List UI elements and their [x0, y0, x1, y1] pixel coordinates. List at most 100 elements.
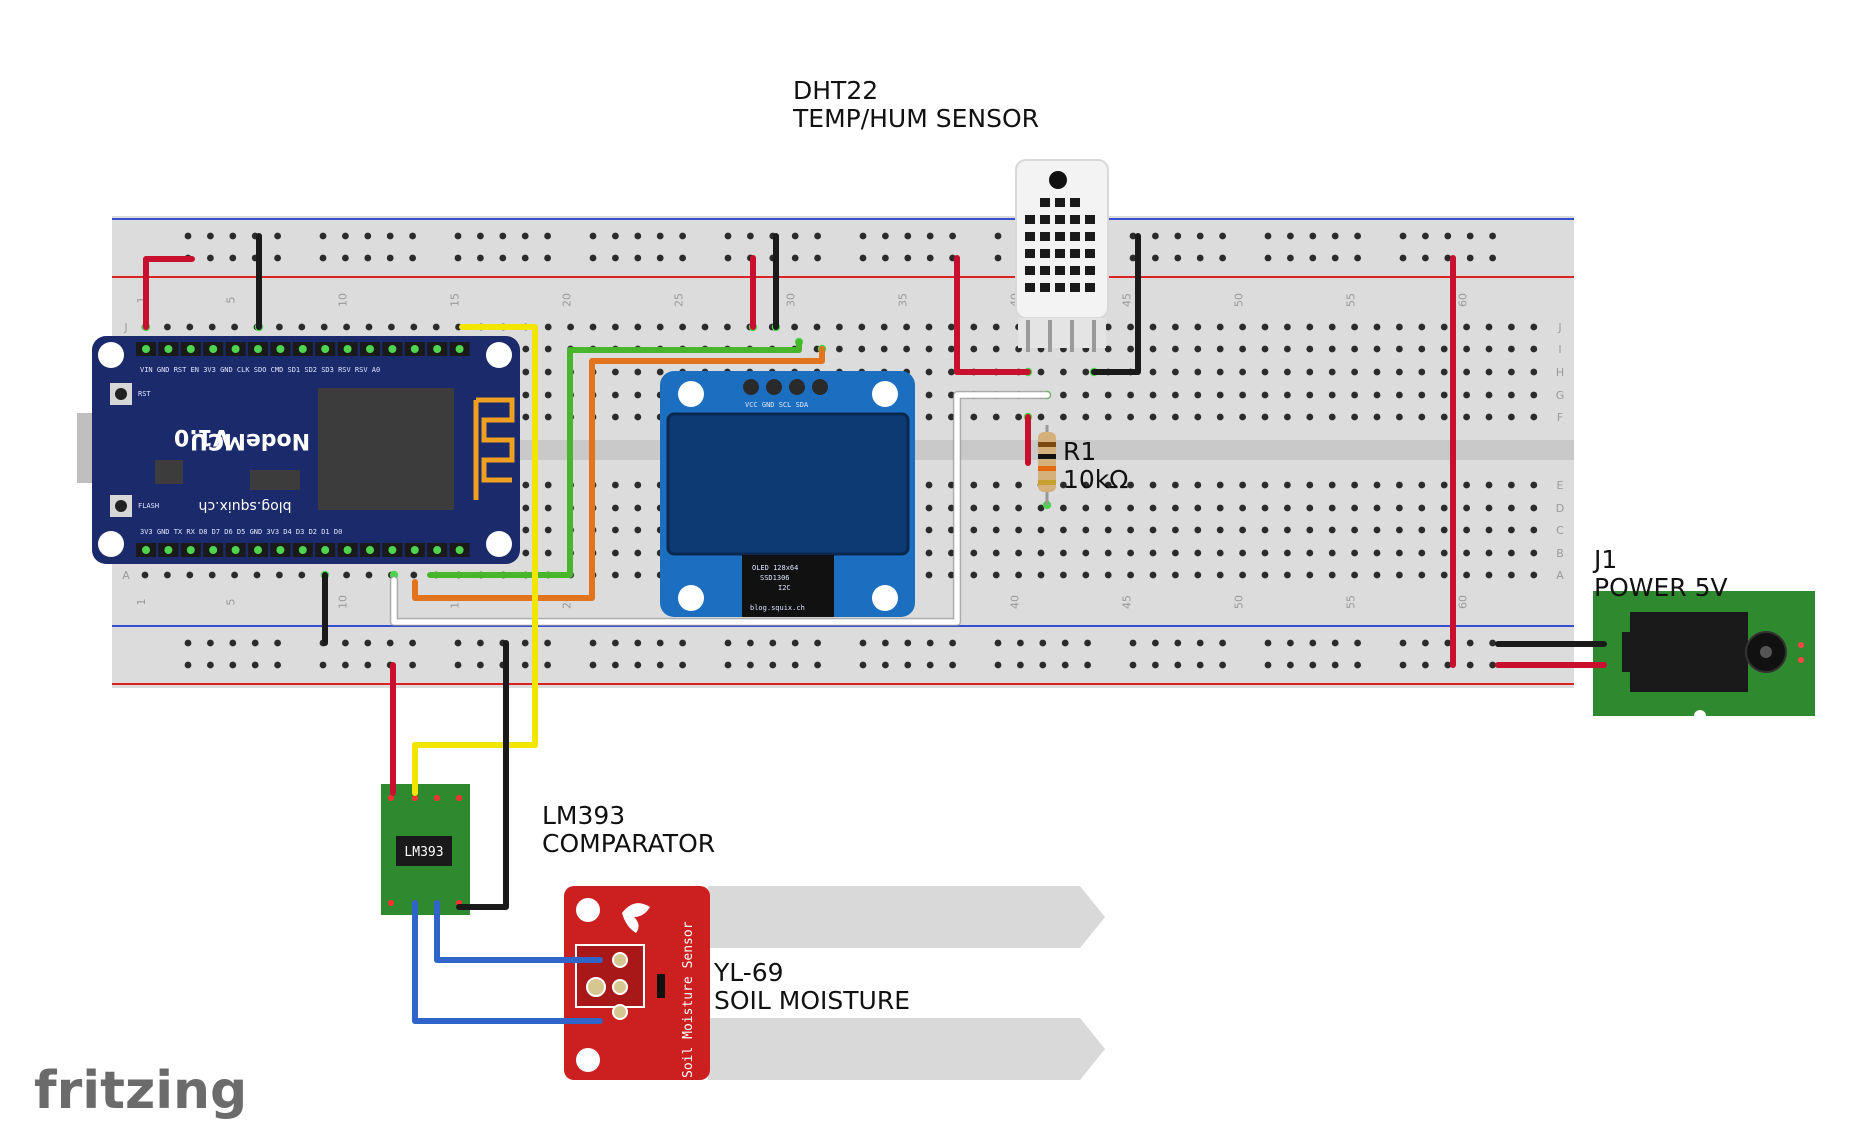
- breadboard-rail-hole: [1264, 661, 1272, 669]
- breadboard-hole: [1149, 504, 1157, 512]
- breadboard-hole: [522, 413, 530, 421]
- oled-pin: [812, 379, 828, 395]
- power-jack-barrel: [1622, 632, 1636, 672]
- dht22-name-label: DHT22: [793, 76, 878, 105]
- oled-site: blog.squix.ch: [750, 604, 805, 612]
- breadboard-rail-hole: [477, 254, 484, 262]
- breadboard-rail-hole: [882, 639, 889, 647]
- breadboard-hole: [1037, 571, 1045, 579]
- wire-white-core: [391, 392, 1050, 625]
- breadboard-hole: [1284, 413, 1291, 421]
- breadboard-hole: [634, 323, 642, 331]
- breadboard-hole: [925, 345, 933, 353]
- breadboard-hole: [992, 504, 1000, 512]
- dht22-grille-slot: [1025, 249, 1035, 258]
- breadboard-hole: [276, 571, 283, 579]
- breadboard-hole: [1463, 526, 1470, 534]
- breadboard-rail-hole: [1354, 639, 1361, 647]
- wifi-antenna-trace: [473, 397, 515, 500]
- breadboard-hole: [1373, 345, 1381, 353]
- breadboard-hole: [701, 323, 709, 331]
- breadboard-hole: [1216, 526, 1224, 534]
- breadboard-rail-hole: [1309, 661, 1317, 669]
- power-jack-led: [1798, 657, 1804, 663]
- breadboard-hole: [1194, 345, 1202, 353]
- nodemcu-pin: [254, 546, 262, 554]
- breadboard-hole: [1104, 549, 1112, 557]
- breadboard-hole: [1396, 526, 1403, 534]
- breadboard-hole: [1172, 549, 1179, 557]
- breadboard-rail-hole: [1422, 232, 1429, 240]
- breadboard-hole: [522, 368, 530, 376]
- breadboard-hole: [298, 323, 306, 331]
- breadboard-rail-hole: [724, 639, 732, 647]
- breadboard-rail-hole: [926, 639, 934, 647]
- resistor-band: [1038, 454, 1056, 459]
- lm393-name-label: LM393: [542, 801, 625, 830]
- breadboard-rail-hole: [814, 232, 821, 240]
- nodemcu-pin: [343, 546, 352, 554]
- breadboard-hole: [1530, 504, 1538, 512]
- breadboard-hole: [1149, 526, 1157, 534]
- breadboard-rail-hole: [859, 232, 867, 240]
- breadboard-rail-hole: [994, 254, 1002, 262]
- breadboard-rail-hole: [342, 639, 349, 647]
- breadboard-hole: [1216, 481, 1224, 489]
- breadboard-rail-hole: [589, 232, 597, 240]
- breadboard-hole: [1351, 571, 1358, 579]
- breadboard-hole: [1216, 413, 1224, 421]
- breadboard-rail-hole: [1219, 661, 1226, 669]
- soil-sensor-pin: [612, 952, 628, 968]
- breadboard-hole: [612, 368, 619, 376]
- breadboard-rail-hole: [274, 232, 281, 240]
- dht22-grille-slot: [1085, 249, 1095, 258]
- resistor-band: [1038, 442, 1056, 447]
- yl69-name-label: YL-69: [713, 958, 784, 987]
- breadboard-rail-hole: [1489, 232, 1496, 240]
- breadboard-hole: [1172, 571, 1179, 579]
- breadboard-rail-hole: [1174, 254, 1182, 262]
- breadboard-hole: [992, 345, 1000, 353]
- breadboard-hole: [1530, 368, 1538, 376]
- breadboard-hole: [231, 323, 239, 331]
- breadboard-hole: [1485, 391, 1493, 399]
- breadboard-hole: [164, 323, 171, 331]
- breadboard-rail-hole: [679, 254, 686, 262]
- nodemcu-version: V1.0: [174, 424, 230, 449]
- breadboard-hole: [1015, 504, 1022, 512]
- breadboard-rail-hole: [1331, 639, 1339, 647]
- breadboard-hole: [1216, 323, 1224, 331]
- breadboard-rail-hole: [769, 661, 777, 669]
- breadboard-hole: [656, 368, 664, 376]
- breadboard-hole: [1284, 391, 1291, 399]
- breadboard-hole: [948, 323, 955, 331]
- breadboard-hole: [1284, 323, 1291, 331]
- breadboard-row-letter: F: [1557, 411, 1563, 424]
- breadboard-rail-hole: [994, 661, 1002, 669]
- breadboard-rail-hole: [1399, 254, 1407, 262]
- dht22-grille-slot: [1070, 266, 1080, 275]
- breadboard-hole: [1463, 571, 1470, 579]
- breadboard-rail-hole: [184, 639, 192, 647]
- breadboard-hole: [1060, 391, 1067, 399]
- breadboard-hole: [1216, 571, 1224, 579]
- breadboard-hole: [1440, 571, 1448, 579]
- breadboard-rail-hole: [612, 639, 619, 647]
- breadboard-hole: [1508, 504, 1515, 512]
- breadboard-hole: [1082, 526, 1090, 534]
- breadboard-hole: [992, 526, 1000, 534]
- lm393-pin: [456, 795, 462, 801]
- breadboard-hole: [1172, 481, 1179, 489]
- breadboard-hole: [544, 368, 552, 376]
- breadboard-rail-hole: [1196, 254, 1204, 262]
- nodemcu-pin: [164, 345, 173, 353]
- breadboard-hole: [925, 368, 933, 376]
- breadboard-hole: [1060, 526, 1067, 534]
- breadboard-rail-hole: [319, 232, 327, 240]
- breadboard-hole: [1216, 391, 1224, 399]
- wire-green-scl: [427, 339, 802, 578]
- dht22-grille-slot: [1025, 232, 1035, 241]
- resistor-band: [1038, 480, 1056, 485]
- breadboard-rail-hole: [1466, 254, 1474, 262]
- breadboard-hole: [1485, 345, 1493, 353]
